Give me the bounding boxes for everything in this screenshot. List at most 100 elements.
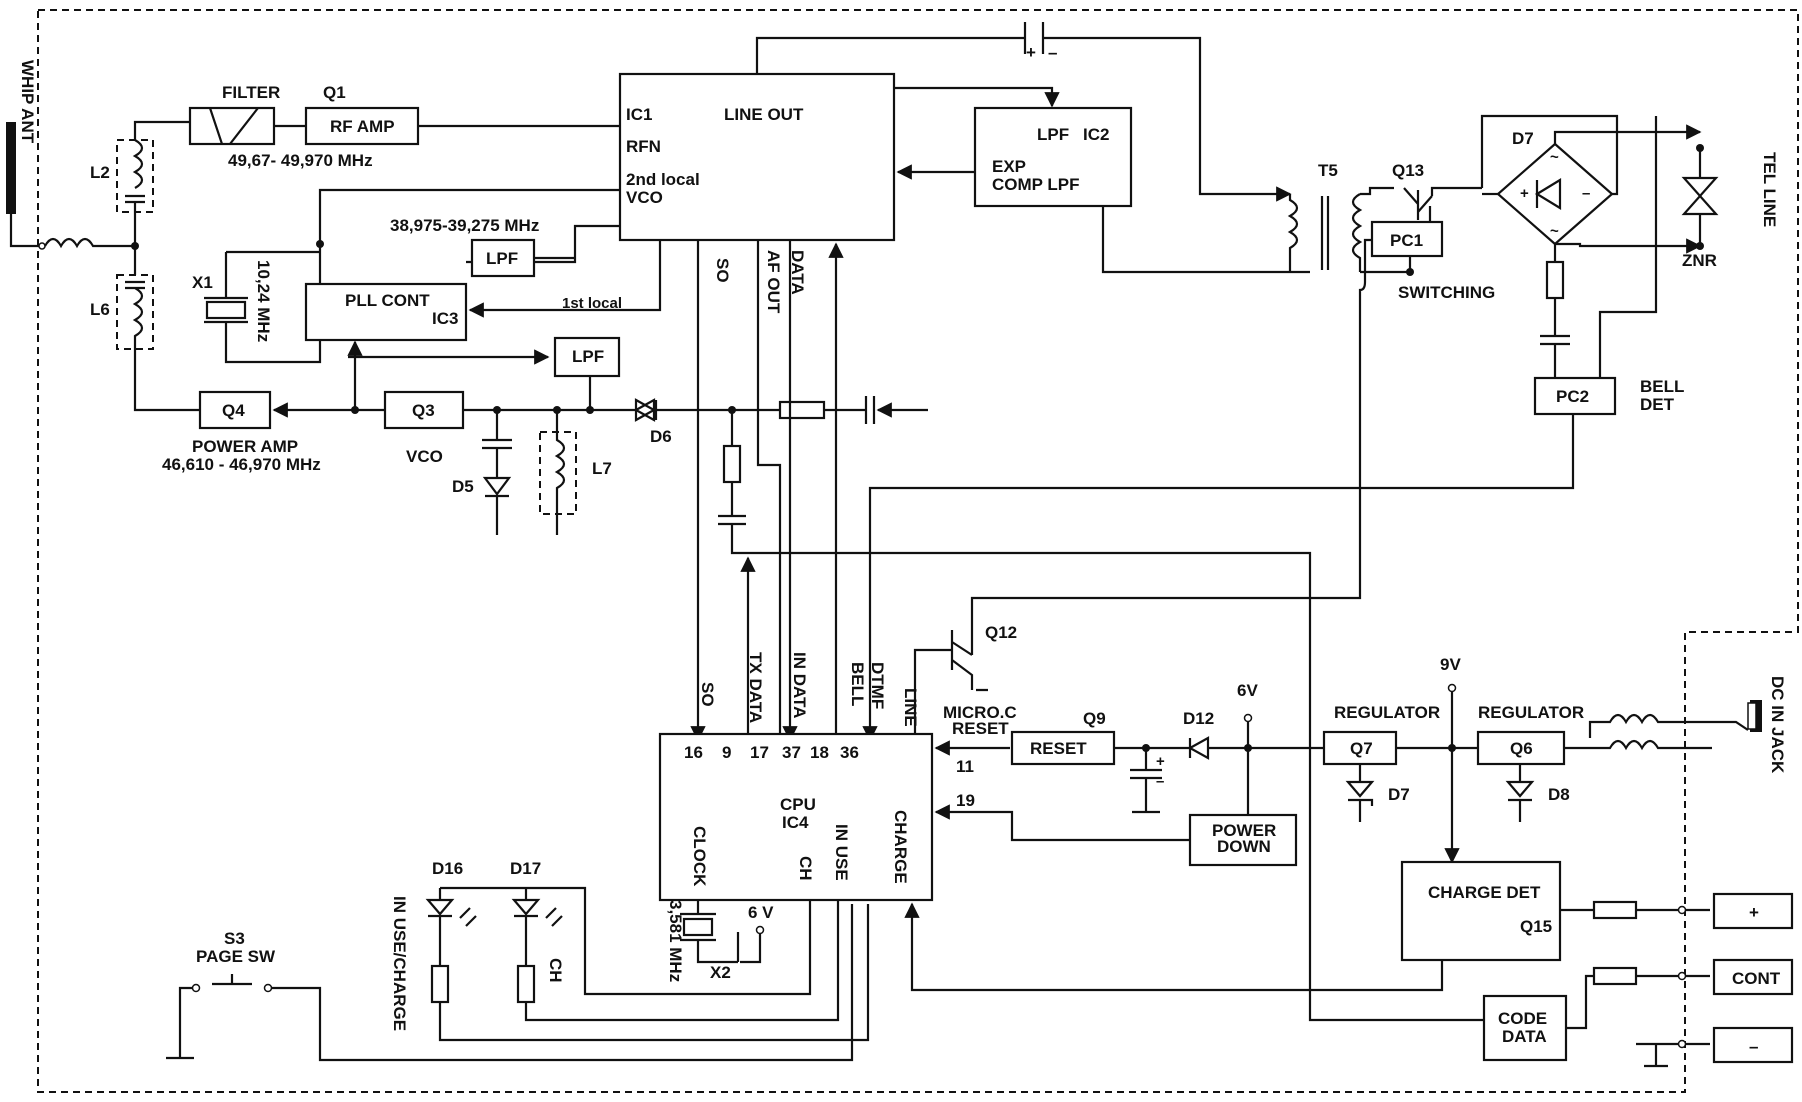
d5-label: D5 xyxy=(452,477,474,496)
power-amp-freq: 46,610 - 46,970 MHz xyxy=(162,455,321,474)
cont-terminal xyxy=(1712,958,1794,996)
ic2-label: IC2 xyxy=(1083,125,1109,144)
q13-transistor xyxy=(1403,186,1482,222)
power-amp-label: POWER AMP xyxy=(192,437,298,456)
pin19: 19 xyxy=(956,791,975,810)
whip-ant-label: WHIP ANT xyxy=(18,60,37,144)
q4-label: Q4 xyxy=(222,401,245,420)
t5-primary xyxy=(1287,194,1299,272)
page-switch xyxy=(178,904,854,1062)
q6-label: Q6 xyxy=(1510,739,1533,758)
l7-label: L7 xyxy=(592,459,612,478)
data-code-label: DATA xyxy=(1502,1027,1547,1046)
switching-label: SWITCHING xyxy=(1398,283,1495,302)
whip-antenna xyxy=(6,122,16,214)
pin16: 16 xyxy=(684,743,703,762)
pc2-block xyxy=(1533,376,1617,416)
pc1-label: PC1 xyxy=(1390,231,1423,250)
tel-line-label: TEL LINE xyxy=(1760,152,1779,227)
so-cpu-label: SO xyxy=(698,682,717,707)
q12-transistor xyxy=(950,630,988,692)
bell-label: BELL xyxy=(1640,377,1684,396)
filter-label: FILTER xyxy=(222,83,280,102)
second-local-label: 2nd local xyxy=(626,170,700,189)
antenna-coil xyxy=(44,237,135,249)
t5-secondary xyxy=(1351,193,1363,272)
so-ic1-label: SO xyxy=(713,258,732,283)
znr-label: ZNR xyxy=(1682,251,1717,270)
ic3-label: IC3 xyxy=(432,309,458,328)
l2-label: L2 xyxy=(90,163,110,182)
q1-label: Q1 xyxy=(323,83,346,102)
dtmf-label: DTMF xyxy=(868,662,887,709)
charge-cpu-label: CHARGE xyxy=(891,810,910,884)
af-out-label: AF OUT xyxy=(764,250,783,314)
line-label: LINE xyxy=(901,688,920,727)
svg-text:–: – xyxy=(1156,773,1164,790)
det-label: DET xyxy=(1640,395,1675,414)
minus-terminal xyxy=(1712,1026,1794,1064)
q7-label: Q7 xyxy=(1350,739,1373,758)
charge-det-block xyxy=(1400,860,1562,962)
svg-text:~: ~ xyxy=(1550,223,1559,240)
in-use-charge-label: IN USE/CHARGE xyxy=(390,896,409,1031)
x2-crystal xyxy=(682,917,714,937)
l6-coil xyxy=(125,280,145,349)
d8-label: D8 xyxy=(1548,785,1570,804)
ic4-label: IC4 xyxy=(782,813,809,832)
power-label: POWER xyxy=(1212,821,1276,840)
filter-block xyxy=(188,106,276,146)
filter-freq: 49,67- 49,970 MHz xyxy=(228,151,373,170)
cont-term-label: CONT xyxy=(1732,969,1781,988)
d7-reg-label: D7 xyxy=(1388,785,1410,804)
q12-label: Q12 xyxy=(985,623,1017,642)
q13-label: Q13 xyxy=(1392,161,1424,180)
x1-crystal xyxy=(205,300,247,320)
pin18: 18 xyxy=(810,743,829,762)
down-label: DOWN xyxy=(1217,837,1271,856)
d12-label: D12 xyxy=(1183,709,1214,728)
ic2-block xyxy=(973,106,1133,208)
pin17: 17 xyxy=(750,743,769,762)
in-data-label: IN DATA xyxy=(790,652,809,718)
in-use-cpu-label: IN USE xyxy=(832,824,851,881)
clock-label: CLOCK xyxy=(690,826,709,887)
first-local-label: 1st local xyxy=(562,295,622,312)
cap-plus: + xyxy=(1026,43,1036,62)
svg-text:+: + xyxy=(1156,753,1165,770)
cpu-block xyxy=(658,732,934,902)
d6-label: D6 xyxy=(650,427,672,446)
svg-text:~: ~ xyxy=(1550,149,1559,166)
pc2-label: PC2 xyxy=(1556,387,1589,406)
pin11: 11 xyxy=(956,757,974,776)
line-out-label: LINE OUT xyxy=(724,105,804,124)
minus-term-label: – xyxy=(1749,1037,1758,1056)
q3-label: Q3 xyxy=(412,401,435,420)
lpf-ic2-label: LPF xyxy=(1037,125,1069,144)
s3-label: S3 xyxy=(224,929,245,948)
data-ic1-label: DATA xyxy=(788,250,807,295)
q15-label: Q15 xyxy=(1520,917,1552,936)
q9-label: Q9 xyxy=(1083,709,1106,728)
pin37: 37 xyxy=(782,743,801,762)
comp-lpf-label: COMP LPF xyxy=(992,175,1080,194)
pll-freq: 38,975-39,275 MHz xyxy=(390,216,539,235)
exp-label: EXP xyxy=(992,157,1026,176)
d16-label: D16 xyxy=(432,859,463,878)
page-sw-label: PAGE SW xyxy=(196,947,276,966)
lpf-pll-label: LPF xyxy=(486,249,518,268)
nine-v-label: 9V xyxy=(1440,655,1461,674)
charge-det-label: CHARGE DET xyxy=(1428,883,1541,902)
cpu-label: CPU xyxy=(780,795,816,814)
pin36: 36 xyxy=(840,743,859,762)
tx-data-label: TX DATA xyxy=(746,652,765,723)
six-v-small-label: 6 V xyxy=(748,903,774,922)
l2-coil xyxy=(125,139,145,215)
x2-freq: 3,581 MHz xyxy=(666,900,685,982)
pll-cont-label: PLL CONT xyxy=(345,291,430,310)
regulator2-label: REGULATOR xyxy=(1478,703,1584,722)
x2-label: X2 xyxy=(710,963,731,982)
rfn-label: RFN xyxy=(626,137,661,156)
regulator1-label: REGULATOR xyxy=(1334,703,1440,722)
reset-label: RESET xyxy=(952,719,1009,738)
